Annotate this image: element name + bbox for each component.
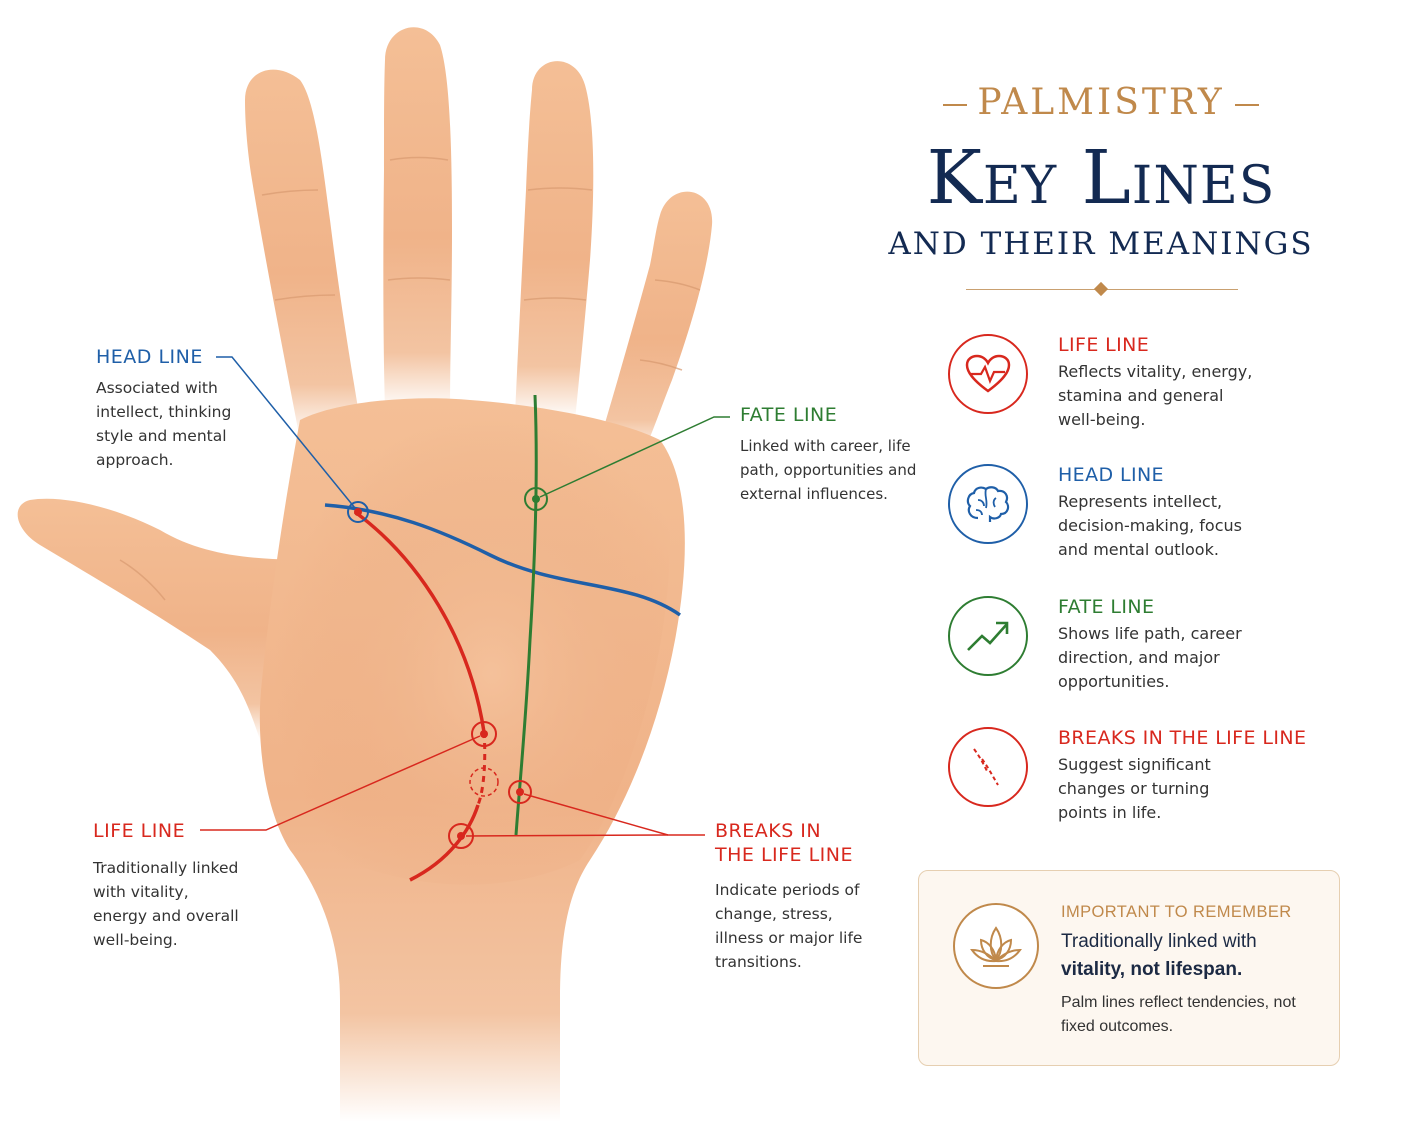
break-marker-middle: [469, 767, 499, 797]
head-line-marker: [347, 501, 369, 523]
legend-title-head-line: HEAD LINE: [1058, 464, 1164, 486]
life-line-lower-path: [409, 804, 480, 882]
head-line-path: [324, 503, 682, 617]
legend-desc-breaks: Suggest significant changes or turning p…: [1058, 755, 1211, 822]
legend-item-head-line: HEAD LINE Represents intellect, decision…: [948, 464, 1348, 562]
kicker-dash-right: [1234, 104, 1259, 106]
life-line-leader: [200, 735, 481, 831]
lotus-icon: [953, 903, 1039, 989]
kicker-dash-left: [943, 104, 968, 106]
head-line-callout: HEAD LINE Associated with intellect, thi…: [96, 346, 286, 472]
fate-line-callout-desc: Linked with career, life path, opportuni…: [740, 437, 917, 503]
important-note-title: IMPORTANT TO REMEMBER: [1061, 903, 1292, 921]
breaks-callout-desc: Indicate periods of change, stress, illn…: [715, 881, 863, 971]
legend-title-life-line: LIFE LINE: [1058, 334, 1150, 356]
broken-line-icon: [948, 727, 1028, 807]
kicker-text: PALMISTRY: [977, 82, 1225, 123]
fate-line-leader: [539, 416, 730, 498]
page-title: Key Lines: [926, 135, 1276, 221]
break-marker-upper: [471, 721, 497, 747]
fate-line-callout-title: FATE LINE: [740, 404, 838, 426]
hand-illustration: [17, 27, 730, 1122]
legend-title-breaks: BREAKS IN THE LIFE LINE: [1058, 727, 1307, 749]
breaks-callout-title-2: THE LIFE LINE: [715, 844, 854, 866]
legend-desc-head-line: Represents intellect, decision-making, f…: [1058, 492, 1242, 559]
heart-pulse-icon: [948, 334, 1028, 414]
break-marker-right: [508, 780, 532, 804]
life-line-path: [353, 510, 486, 733]
fate-line-path: [514, 394, 538, 836]
head-line-leader: [216, 356, 356, 509]
important-note-detail: Palm lines reflect tendencies, not fixed…: [1061, 994, 1296, 1035]
legend-desc-fate-line: Shows life path, career direction, and m…: [1058, 624, 1242, 691]
finger-creases: [119, 156, 701, 601]
life-line-callout: LIFE LINE Traditionally linked with vita…: [93, 820, 263, 952]
life-line-break-path: [476, 731, 487, 806]
legend-item-fate-line: FATE LINE Shows life path, career direct…: [948, 596, 1348, 694]
important-note-line-2: vitality, not lifespan.: [1061, 959, 1243, 980]
legend-desc-life-line: Reflects vitality, energy, stamina and g…: [1058, 362, 1253, 429]
fate-line-callout: FATE LINE Linked with career, life path,…: [740, 404, 920, 506]
fate-line-marker: [524, 487, 548, 511]
important-note-line-1: Traditionally linked with: [1061, 931, 1257, 952]
hand-shape: [17, 27, 713, 1122]
legend-item-breaks: BREAKS IN THE LIFE LINE Suggest signific…: [948, 727, 1348, 825]
header-divider-diamond: [1093, 281, 1109, 297]
legend-item-life-line: LIFE LINE Reflects vitality, energy, sta…: [948, 334, 1348, 432]
life-line-callout-desc: Traditionally linked with vitality, ener…: [93, 859, 239, 949]
life-line-callout-title: LIFE LINE: [93, 820, 186, 842]
important-note-box: IMPORTANT TO REMEMBER Traditionally link…: [918, 870, 1340, 1066]
head-line-callout-title: HEAD LINE: [96, 346, 203, 368]
head-line-callout-desc: Associated with intellect, thinking styl…: [96, 379, 232, 469]
header-kicker: PALMISTRY: [916, 82, 1286, 123]
breaks-callout: BREAKS IN THE LIFE LINE Indicate periods…: [715, 820, 875, 974]
legend-title-fate-line: FATE LINE: [1058, 596, 1155, 618]
brain-icon: [948, 464, 1028, 544]
trend-up-icon: [948, 596, 1028, 676]
page-subtitle: AND THEIR MEANINGS: [888, 226, 1314, 262]
breaks-leader-2: [465, 834, 669, 837]
breaks-callout-title-1: BREAKS IN: [715, 820, 822, 842]
